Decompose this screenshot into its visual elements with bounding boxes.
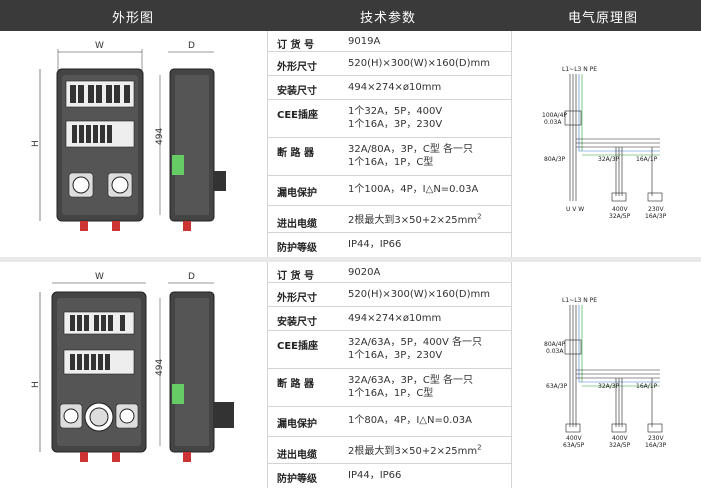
svg-text:U V W: U V W [566,206,584,213]
spec-row: 安装尺寸 494×274×ø10mm [267,76,511,100]
svg-text:32A/3P: 32A/3P [598,383,620,390]
spec-row: 漏电保护 1个80A，4P，I△N=0.03A [267,407,511,437]
svg-text:230V: 230V [648,206,664,213]
svg-text:32A/5P: 32A/5P [609,213,631,220]
dim-d-label: D [188,41,195,51]
dim-d-label: D [188,272,195,282]
dim-h-label: H [31,140,41,147]
spec-row: 进出电缆 2根最大到3×50+2×25mm2 [267,206,511,233]
svg-text:16A/1P: 16A/1P [636,383,658,390]
header-outline-drawing: 外形图 [112,11,155,26]
svg-text:63A/5P: 63A/5P [563,442,585,449]
svg-text:80A/3P: 80A/3P [544,156,566,163]
svg-text:0.03A: 0.03A [546,348,564,355]
spec-row: CEE插座 32A/63A，5P，400V 各一只 1个16A，3P，230V [267,331,511,369]
dim-w-label: W [95,272,104,282]
outline-drawing-9019a: W D H [31,41,226,231]
product-panel-9020a: W D H 494 [0,262,701,488]
spec-row: 订 货 号 9019A [267,31,511,52]
spec-row: 订 货 号 9020A [267,262,511,283]
header-tech-params: 技术参数 [360,11,417,26]
spec-row: 外形尺寸 520(H)×300(W)×160(D)mm [267,52,511,76]
spec-row: 防护等级 IP44，IP66 [277,470,402,485]
svg-text:32A/3P: 32A/3P [598,156,620,163]
spec-row: 外形尺寸 520(H)×300(W)×160(D)mm [267,283,511,307]
svg-text:16A/3P: 16A/3P [645,442,667,449]
svg-text:L1~L3 N PE: L1~L3 N PE [562,66,597,73]
spec-row: 进出电缆 2根最大到3×50+2×25mm2 [267,437,511,464]
product-panel-9019a: W D H [0,31,701,257]
header-bar: 外形图 技术参数 电气原理图 [0,0,701,31]
spec-row: 漏电保护 1个100A，4P，I△N=0.03A [267,176,511,206]
header-schematic: 电气原理图 [568,11,639,26]
spec-row: 防护等级 IP44，IP66 [277,239,402,254]
dim-h-label: H [31,381,41,388]
spec-row: 断 路 器 32A/80A，3P，C型 各一只 1个16A，1P，C型 [267,138,511,176]
schematic-9020a: L1~L3 N PE 80A/4P 0.03A 63A/3P 32A/3P 16… [544,297,667,449]
svg-text:0.03A: 0.03A [544,119,562,126]
svg-text:400V: 400V [566,435,582,442]
spec-row: 安装尺寸 494×274×ø10mm [267,307,511,331]
spec-row: CEE插座 1个32A，5P，400V 1个16A，3P，230V [267,100,511,138]
spec-row: 断 路 器 32A/63A，3P，C型 各一只 1个16A，1P，C型 [267,369,511,407]
svg-text:400V: 400V [612,206,628,213]
outline-drawing-9020a: W D H 494 [31,272,234,462]
svg-text:16A/3P: 16A/3P [645,213,667,220]
svg-text:32A/5P: 32A/5P [609,442,631,449]
svg-text:80A/4P: 80A/4P [544,341,566,348]
svg-text:230V: 230V [648,435,664,442]
dim-w-label: W [95,41,104,51]
svg-text:63A/3P: 63A/3P [546,383,568,390]
svg-text:400V: 400V [612,435,628,442]
svg-text:16A/1P: 16A/1P [636,156,658,163]
schematic-9019a: L1~L3 N PE 100A/4P 0.03A 80A/3P 32A/3P 1… [542,66,667,220]
svg-text:L1~L3 N PE: L1~L3 N PE [562,297,597,304]
svg-text:100A/4P: 100A/4P [542,112,567,119]
